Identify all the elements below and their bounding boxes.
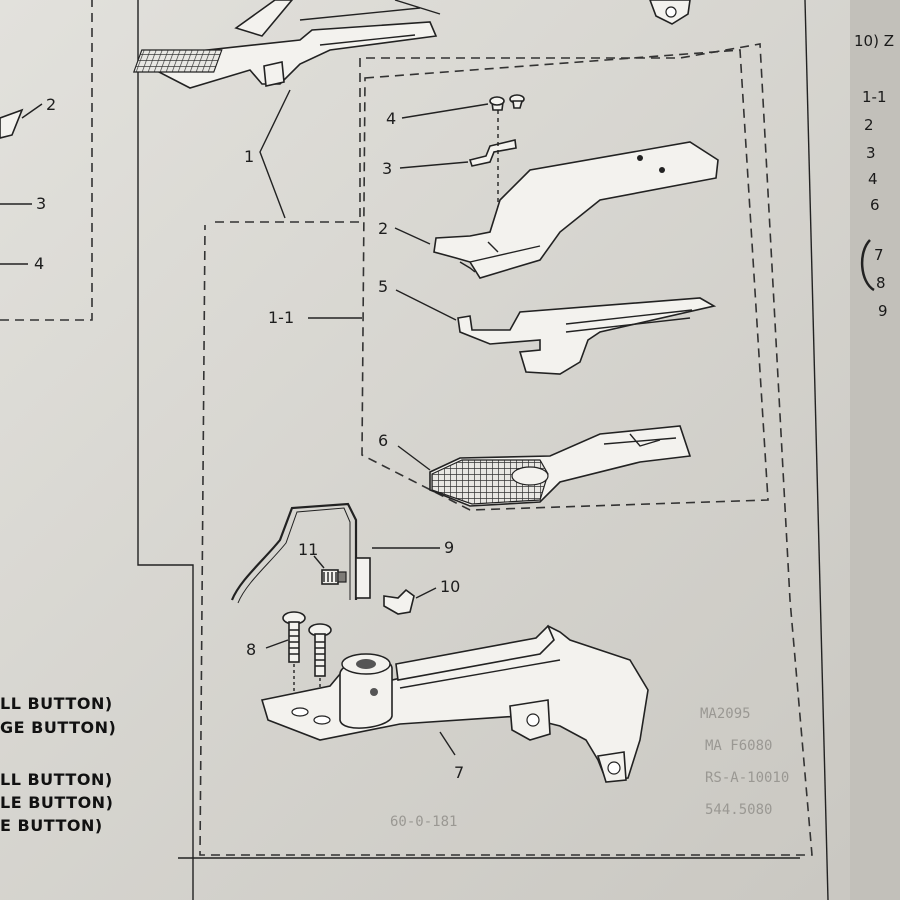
callout-8-label: 8 [246, 640, 256, 659]
assembled-presser-foot [132, 0, 691, 89]
outer-dashed-group [199, 43, 813, 856]
callout-2-label: 2 [378, 219, 388, 238]
margin-item: 8 [876, 274, 886, 292]
callout-6-label: 6 [378, 431, 388, 450]
part-10-wing-screw: 10 [383, 577, 460, 615]
ghost-text: 544.5080 [705, 802, 772, 818]
binding-clip [861, 239, 875, 292]
ghost-text: 60-0-181 [390, 814, 457, 830]
part-11-screw: 11 [298, 540, 347, 585]
callout-left-4: 4 [34, 254, 44, 273]
margin-item: 2 [864, 116, 874, 134]
left-dashed-group [0, 0, 93, 321]
ghost-text: RS-A-10010 [705, 770, 789, 786]
margin-item: 9 [878, 302, 888, 320]
callout-1: 1 [244, 89, 291, 219]
part-5-plate: 5 [378, 277, 717, 375]
callout-5-label: 5 [378, 277, 388, 296]
part-4-screws: 4 [386, 94, 525, 128]
table-cell: LL BUTTON) [0, 694, 113, 713]
left-part-fragment [0, 108, 24, 139]
callout-7-label: 7 [454, 763, 464, 782]
margin-item: 6 [870, 196, 880, 214]
margin-item: 7 [874, 246, 884, 264]
next-page-strip [850, 0, 900, 900]
margin-item: 3 [866, 144, 876, 162]
table-cell: LE BUTTON) [0, 793, 113, 812]
part-6-grid-plate: 6 [378, 425, 692, 507]
callout-10-label: 10 [440, 577, 460, 596]
table-cell: LL BUTTON) [0, 770, 113, 789]
left-callouts: 2 3 4 [0, 95, 56, 273]
callout-11-label: 11 [298, 540, 318, 559]
table-cell: E BUTTON) [0, 816, 103, 835]
callout-1-1: 1-1 [268, 308, 362, 327]
inner-dashed-group-1-1 [361, 49, 769, 511]
bleed-through-text: MA2095 MA F6080 RS-A-10010 544.5080 60-0… [390, 706, 789, 830]
left-table-text: LL BUTTON) GE BUTTON) LL BUTTON) LE BUTT… [0, 694, 116, 835]
margin-item: 1-1 [862, 88, 887, 106]
margin-header: 10) Z [854, 32, 894, 50]
margin-item: 4 [868, 170, 878, 188]
callout-label: 1 [244, 147, 254, 166]
right-margin-index: 10) Z 1-1 2 3 4 6 7 8 9 [854, 32, 894, 320]
ghost-text: MA2095 [700, 706, 751, 722]
part-2-foot-sole: 2 [378, 141, 719, 279]
callout-left-3: 3 [36, 194, 46, 213]
callout-3-label: 3 [382, 159, 392, 178]
part-9-wire-guard: 9 [230, 502, 454, 604]
part-7-base: 7 [260, 624, 649, 783]
ghost-text: MA F6080 [705, 738, 772, 754]
callout-9-label: 9 [444, 538, 454, 557]
table-frame [137, 0, 829, 900]
part-3-bracket: 3 [382, 110, 517, 240]
callout-4-label: 4 [386, 109, 396, 128]
table-cell: GE BUTTON) [0, 718, 116, 737]
part-8-screws: 8 [246, 611, 332, 708]
callout-left-2: 2 [46, 95, 56, 114]
callout-label: 1-1 [268, 308, 294, 327]
